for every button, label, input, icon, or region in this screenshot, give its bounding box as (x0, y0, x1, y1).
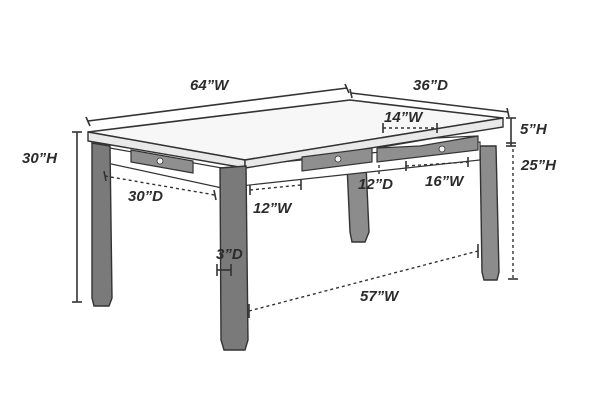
width-tick-right (344, 83, 350, 94)
front-drawer-width-line (249, 184, 302, 191)
width-tick-left (85, 116, 91, 127)
leg-span-label: 57”W (360, 288, 400, 305)
width-dimension-line (87, 87, 348, 122)
side-depth-line (104, 175, 216, 196)
side-drawer-knob (156, 157, 164, 165)
front-drawer-knob (334, 155, 342, 163)
front-left-leg (91, 142, 113, 307)
open-drawer-interior (376, 135, 479, 149)
side-depth-tick-right (213, 189, 217, 201)
leg-depth-label: 3”D (216, 246, 243, 263)
height-label: 30”H (22, 150, 58, 167)
drawer-depth-label: 12”D (358, 176, 393, 193)
clearance-height-label: 25”H (520, 157, 557, 174)
back-right-leg (479, 145, 500, 281)
front-drawer-width-label: 12”W (253, 200, 293, 217)
side-depth-label: 30”D (128, 188, 163, 205)
open-drawer-knob (438, 145, 446, 153)
drawer-opening-label: 16”W (425, 173, 465, 190)
width-label: 64”W (190, 77, 230, 94)
drawer-width-label: 14”W (384, 109, 424, 126)
apron-height-label: 5”H (520, 121, 548, 138)
depth-dimension-line (350, 92, 509, 113)
side-depth-tick-left (103, 170, 107, 182)
depth-label: 36”D (413, 77, 448, 94)
depth-tick-left (349, 88, 353, 99)
drawer-opening-line (405, 161, 469, 167)
front-right-leg (219, 165, 249, 351)
depth-tick-right (506, 107, 510, 118)
